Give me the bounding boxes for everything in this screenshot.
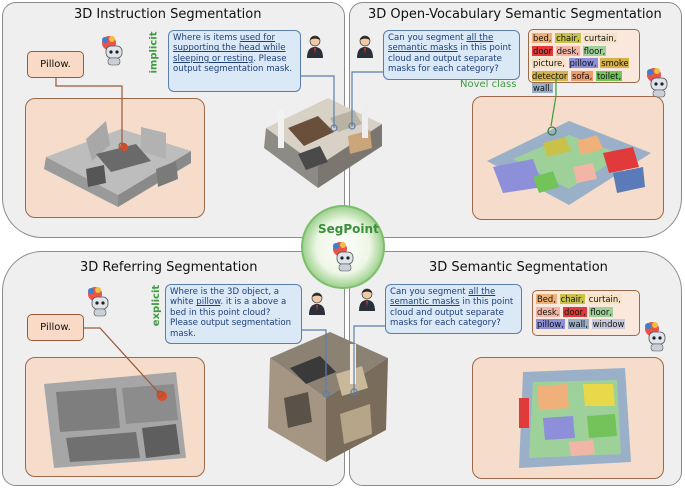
category-list-open-vocab: bed, chair, curtain, door desk, floor, p… [528, 29, 640, 94]
category-list-semantic: Bed, chair, curtain, desk, door, floor, … [532, 290, 640, 336]
category-tag: wall, [567, 319, 589, 330]
category-tag: toilet, [595, 70, 623, 81]
result-panel-open-vocab [472, 96, 664, 220]
center-scene-bottom [268, 332, 388, 462]
category-tag: chair, [559, 294, 586, 304]
query-text: Can you segment [390, 287, 469, 297]
query-bubble-semantic: Can you segment all the semantic masks i… [385, 284, 522, 334]
robot-icon [647, 68, 668, 98]
query-text: in this point cloud and output separate … [388, 43, 512, 75]
query-text: . it is a above a bed in this point clou… [170, 297, 292, 339]
query-bubble-open-vocab: Can you segment all the semantic masks i… [383, 30, 520, 80]
query-keyword: used for supporting the head while sleep… [173, 33, 286, 64]
pointcloud-semantic [519, 368, 631, 468]
category-tag: desk, [536, 306, 561, 317]
category-tag: door, [563, 306, 587, 317]
robot-icon [88, 287, 109, 317]
category-tag: Bed, [536, 294, 557, 304]
segpoint-title: SegPoint [318, 222, 379, 236]
category-tag: wall. [532, 83, 554, 94]
title-semantic: 3D Semantic Segmentation [429, 260, 608, 275]
category-tag: door [532, 45, 554, 56]
category-tag: curtain, [583, 33, 618, 43]
category-tag: desk, [555, 45, 581, 56]
robot-icon [102, 36, 123, 66]
title-referring: 3D Referring Segmentation [80, 260, 258, 275]
user-icon [357, 35, 373, 58]
category-tag: picture, [532, 58, 566, 69]
category-tag: floor, [589, 306, 614, 317]
query-bubble-referring: Where is the 3D object, a white pillow. … [165, 284, 302, 344]
robot-icon [333, 242, 354, 272]
result-panel-semantic [472, 357, 664, 479]
query-keyword: all the semantic masks [388, 33, 494, 54]
pointcloud-open-vocab [487, 121, 651, 205]
query-text: Where is the 3D object, a white [170, 287, 280, 308]
category-tag: window [591, 319, 626, 330]
user-icon [307, 35, 323, 58]
query-text: Can you segment [388, 33, 467, 43]
category-tag: bed, [532, 33, 553, 43]
category-tag: floor, [582, 45, 607, 56]
title-open-vocab: 3D Open-Vocabulary Semantic Segmentation [368, 7, 662, 22]
query-keyword: pillow [196, 297, 221, 308]
result-panel-referring [25, 357, 205, 477]
category-tag: curtain, [587, 294, 622, 304]
answer-box-instruction: Pillow. [27, 51, 84, 78]
user-icon [359, 288, 375, 311]
answer-box-referring: Pillow. [27, 314, 84, 341]
novel-class-label: Novel class [460, 79, 517, 90]
query-keyword: all the semantic masks [390, 287, 496, 308]
title-instruction: 3D Instruction Segmentation [74, 7, 262, 22]
category-tag: chair, [555, 33, 581, 43]
category-tag: sofa, [571, 70, 594, 81]
pointcloud-instruction [44, 121, 191, 207]
center-scene-top [264, 98, 382, 188]
pointcloud-referring [44, 372, 186, 468]
query-bubble-instruction: Where is items used for supporting the h… [168, 30, 301, 92]
result-panel-instruction [25, 98, 205, 218]
query-text: . Please output segmentation mask. [173, 53, 293, 75]
query-text: Where is items [173, 33, 240, 43]
category-tag: pillow, [568, 58, 598, 69]
query-text: in this point cloud and output separate … [390, 297, 514, 329]
category-tag: pillow, [536, 319, 565, 330]
robot-icon [645, 322, 666, 352]
user-icon [309, 292, 325, 315]
